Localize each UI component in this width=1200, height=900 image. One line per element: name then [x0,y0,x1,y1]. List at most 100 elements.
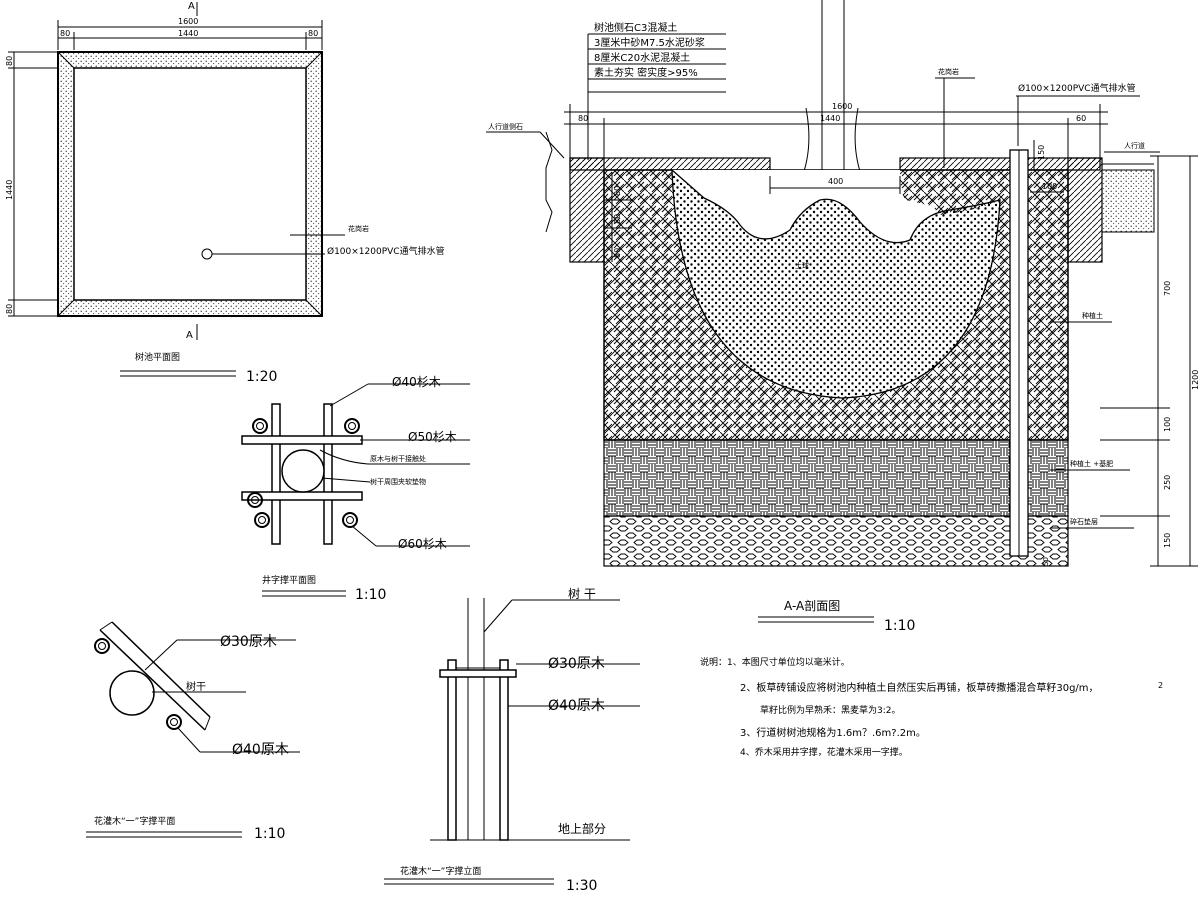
note-2b: 草籽比例为早熟禾：黑麦草为3:2。 [760,704,901,716]
section-note-0: 树池侧石C3混凝土 [594,21,677,34]
single-label-trunk: 树干 [186,680,206,693]
plan-dim-v-bottom: 80 [5,304,14,314]
section-mark-bottom: A [186,330,193,341]
single-log-top [94,638,110,654]
note-2a: 2、板草砖铺设应将树池内种植土自然压实后再铺，板草砖撒播混合草籽30g/m， [740,681,1099,694]
section-label-walk: 人行道 [1124,141,1145,150]
brace-post-left [271,403,281,545]
elev-scale: 1:30 [566,878,597,894]
section-dim-left-stack: 80 80 80 [604,172,632,262]
section-title: A-A剖面图 [784,599,840,613]
brace-log-tr [344,418,360,434]
single-brace-elevation: 树 干 Ø30原木 Ø40原木 地上部分 花灌木“一”字撑立面 1:30 [384,586,640,894]
brace-title: 井字撑平面图 [262,574,316,586]
tree-pit-plan: A 1600 80 1440 80 80 1440 80 [5,1,445,385]
elev-label-d30: Ø30原木 [548,656,605,672]
plan-label-edge: 花岗岩 [348,224,369,233]
section-dim-pipe-top: 150 [1037,145,1046,160]
section-dim-left: 80 [578,114,588,123]
plan-dim-v-inner: 1440 [5,180,14,200]
note-3: 3、行道树树池规格为1.6m？.6m?.2m。 [740,726,926,739]
brace-trunk [281,449,325,493]
section-dim-right: 60 [1076,114,1086,123]
general-notes: 说明：1、本图尺寸单位均以毫米计。 2、板草砖铺设应将树池内种植土自然压实后再铺… [700,656,1163,758]
brace-log-bl [254,512,270,528]
brace-label-d50: Ø50杉木 [408,430,457,444]
section-label-curb: 人行道侧石 [488,122,523,131]
section-dim-right-stack: 700 100 250 150 1200 [1100,155,1200,567]
section-dim-l1: 80 [613,186,622,196]
brace-label-pad: 树干周围夹软垫物 [370,477,426,486]
elev-label-trunk: 树 干 [568,586,596,601]
section-dim-trunk: 400 [769,176,901,194]
section-root-ball [671,168,1001,399]
brace-label-d60: Ø60杉木 [398,537,447,551]
single-label-d40: Ø40原木 [232,742,289,758]
brace-rail-top [241,435,363,445]
plan-label-pipe: Ø100×1200PVC通气排水管 [327,245,445,257]
plan-dim-vertical: 80 1440 80 [5,51,58,317]
plan-dim-horizontal: 1600 80 1440 80 [57,17,323,50]
section-dim-l3: 80 [613,248,622,258]
section-dim-r-150: 150 [1163,533,1172,548]
brace-post-right [323,403,333,545]
section-walk-base [1101,169,1155,233]
section-note-3: 素土夯实 密实度>95% [594,66,698,79]
note-4: 4、乔木采用井字撑，花灌木采用一字撑。 [740,746,908,758]
plan-dim-v-top: 80 [5,56,14,66]
section-dim-bottom: 50 [1042,557,1050,566]
elev-crossbar [439,669,517,678]
single-brace-plan: Ø30原木 树干 Ø40原木 花灌木“一”字撑平面 1:10 [86,621,300,842]
section-label-rootball: 土球 [795,261,809,270]
section-dim-inner: 1440 [820,114,840,123]
section-label-pipe: Ø100×1200PVC通气排水管 [1018,82,1136,94]
elev-label-ground: 地上部分 [558,821,606,836]
note-side-mark: 2 [1158,681,1163,690]
section-layer-gravel [603,515,1069,567]
section-dim-pipe: 100 150 [1030,140,1064,193]
plan-title: 树池平面图 [135,351,180,363]
section-label-mix: 种植土 +基肥 [1070,459,1113,468]
section-label-gravel: 碎石垫层 [1070,517,1098,526]
plan-dim-left: 80 [60,29,70,38]
brace-label-nail: 原木与树干接触处 [370,454,426,463]
single-scale: 1:10 [254,826,285,842]
section-dim-r-1200: 1200 [1191,370,1200,390]
section-curb-right [1067,157,1103,263]
section-curb-left [569,157,605,263]
section-dim-l2: 80 [613,214,622,224]
section-dim-r-100: 100 [1163,417,1172,432]
section-dim-top: 1600 80 1440 60 [564,102,1108,160]
plan-dim-right: 80 [308,29,318,38]
single-label-d30: Ø30原木 [220,634,277,650]
brace-label-d40: Ø40杉木 [392,375,441,389]
elev-title: 花灌木“一”字撑立面 [400,865,481,877]
single-log-bottom [166,714,182,730]
section-note-2: 8厘米C20水泥混凝土 [594,51,690,64]
section-note-block: 树池侧石C3混凝土 3厘米中砂M7.5水泥砂浆 8厘米C20水泥混凝土 素土夯实… [587,21,726,160]
section-note-1: 3厘米中砂M7.5水泥砂浆 [594,36,705,49]
elev-label-d40: Ø40原木 [548,698,605,714]
brace-scale: 1:10 [355,587,386,603]
plan-dim-total: 1600 [178,17,198,26]
plan-pit-inner [73,67,307,301]
section-dim-total: 1600 [832,102,852,111]
section-label-plantsoil: 种植土 [1082,311,1103,320]
section-dim-pipe-text: 100 [1042,182,1057,191]
plan-dim-inner: 1440 [178,29,198,38]
brace-log-ml [247,492,263,508]
section-dim-r-700: 700 [1163,281,1172,296]
section-label-granite: 花岗岩 [938,67,959,76]
brace-log-br [342,512,358,528]
section-layer-soil-fertilizer [603,439,1069,517]
note-1: 说明：1、本图尺寸单位均以毫米计。 [700,656,850,668]
section-mark-top: A [188,1,195,12]
cross-brace-plan: Ø40杉木 Ø50杉木 原木与树干接触处 树干周围夹软垫物 Ø60杉木 井字撑平… [241,375,470,603]
brace-log-tl [252,418,268,434]
section-a-a: 树池侧石C3混凝土 3厘米中砂M7.5水泥砂浆 8厘米C20水泥混凝土 素土夯实… [486,0,1200,634]
single-title: 花灌木“一”字撑平面 [94,815,175,827]
section-dim-r-250: 250 [1163,475,1172,490]
single-trunk [109,670,155,716]
section-scale: 1:10 [884,618,915,634]
